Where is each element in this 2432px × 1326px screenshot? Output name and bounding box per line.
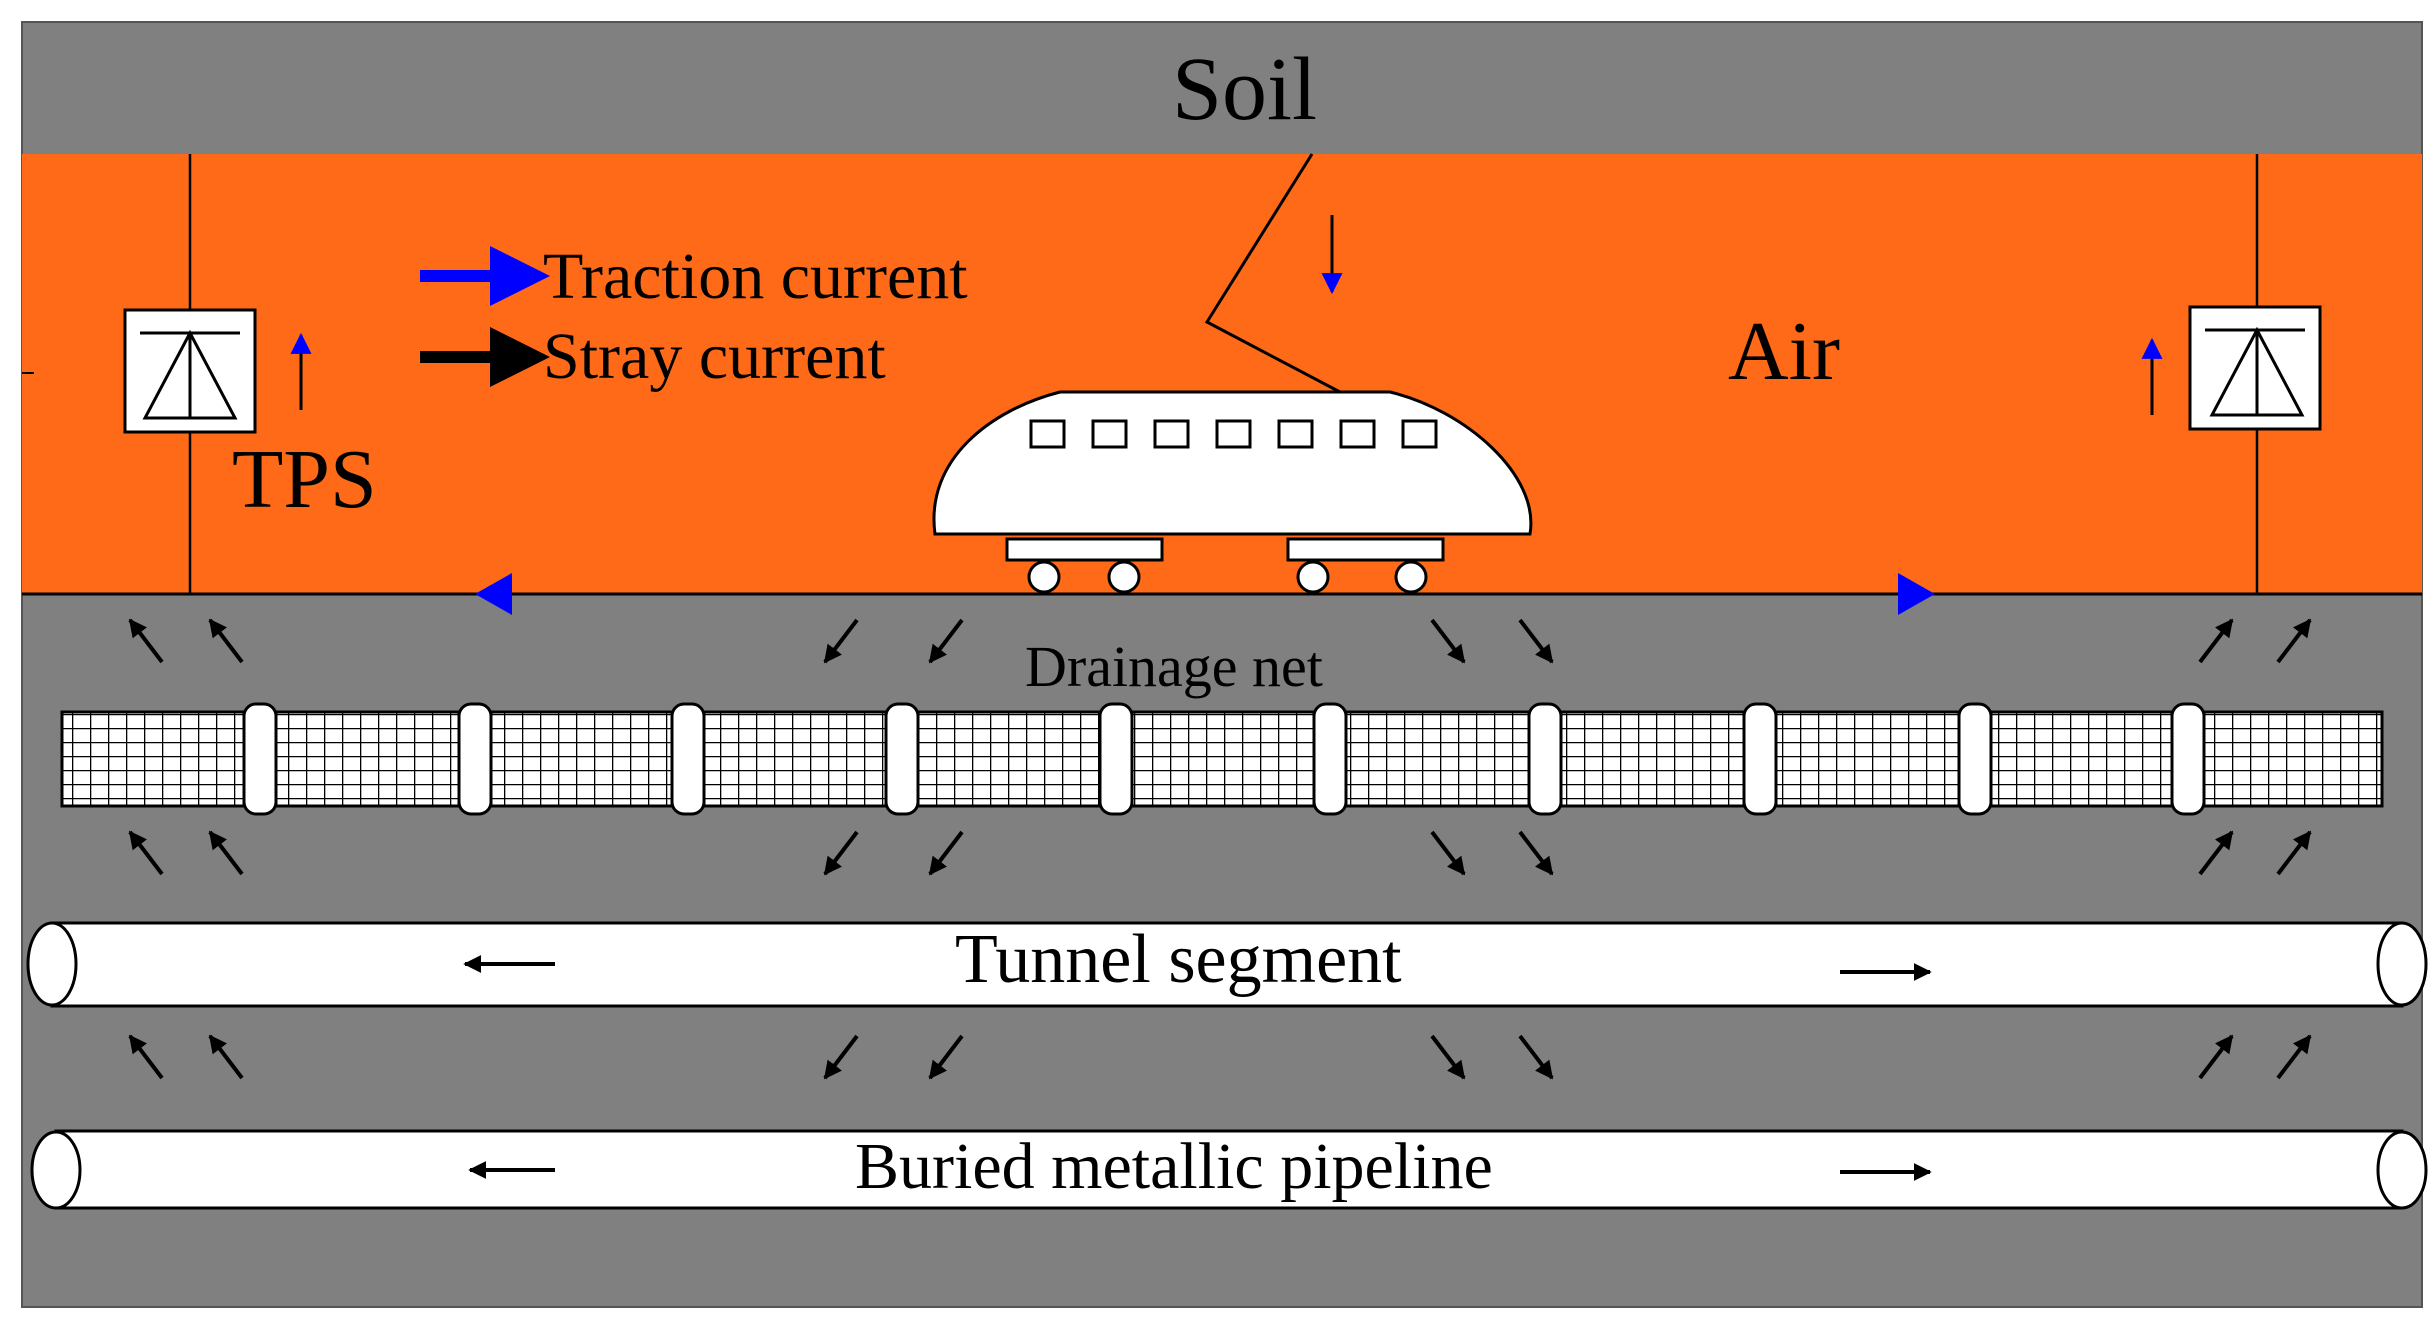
drainage-net-coupler [2170,702,2206,816]
stray-current-arrow [1430,1034,1466,1080]
stray-current-arrow [823,618,859,664]
buried-pipeline-label: Buried metallic pipeline [855,1130,1493,1203]
stray-current-arrow [128,618,164,664]
stray-current-arrow [928,1034,964,1080]
drainage-net-panel [1989,710,2174,808]
tunnel-segment-pipe [26,921,2428,1008]
train-windows [1029,419,1438,449]
stray-current-arrow [208,830,244,876]
stray-current-arrow [2276,830,2312,876]
traction-arrow-rail-left [475,573,512,615]
soil-label: Soil [1172,40,1318,139]
drainage-net-coupler [884,702,920,816]
drainage-net-panel [702,710,888,808]
drainage-net-coupler [1312,702,1348,816]
drainage-net-panel [274,710,461,808]
stray-current-arrow [823,830,859,876]
stray-current-arrow [2198,830,2234,876]
stray-current-arrow [823,1034,859,1080]
legend-stray-label: Stray current [543,320,886,393]
traction-arrow-rail-right [1898,573,1935,615]
drainage-net-coupler [457,702,493,816]
stray-current-arrow [128,1034,164,1080]
drainage-net-panel [60,710,246,808]
pantograph [1204,153,1341,394]
tps-right-symbol [2188,305,2322,431]
stray-current-arrows [128,618,2312,1080]
stray-current-arrow [2198,618,2234,664]
tps-label: TPS [232,433,377,526]
drainage-net-panel [1559,710,1746,808]
buried-pipeline-pipe [30,1129,2428,1210]
drainage-net-panel [2202,710,2384,808]
stray-current-arrow [2276,1034,2312,1080]
stray-current-arrow [1518,830,1554,876]
train [932,390,1533,594]
drainage-net-panel [1774,710,1961,808]
stray-current-arrow [1518,1034,1554,1080]
drainage-net-coupler [1957,702,1993,816]
stray-current-arrow [1430,830,1466,876]
air-label: Air [1728,305,1840,398]
stray-current-arrow [1518,618,1554,664]
drainage-net-coupler [1527,702,1563,816]
drainage-net-coupler [1098,702,1134,816]
stray-current-arrow [2198,1034,2234,1080]
drainage-net-panel [489,710,674,808]
stray-current-arrow [928,618,964,664]
drainage-net-panel [916,710,1102,808]
drainage-net-coupler [242,702,278,816]
drainage-net-coupler [1742,702,1778,816]
drainage-net-label: Drainage net [1025,634,1323,699]
stray-current-arrow [208,618,244,664]
tps-left-symbol [123,308,257,434]
drainage-net-coupler [670,702,706,816]
stray-current-arrow [2276,618,2312,664]
stray-current-arrow [208,1034,244,1080]
drainage-net [60,702,2384,816]
stray-current-arrow [128,830,164,876]
legend-traction-label: Traction current [543,240,968,313]
stray-current-arrow [928,830,964,876]
drainage-net-panel [1130,710,1316,808]
tunnel-segment-label: Tunnel segment [955,921,1402,998]
stray-current-arrow [1430,618,1466,664]
drainage-net-panel [1344,710,1531,808]
